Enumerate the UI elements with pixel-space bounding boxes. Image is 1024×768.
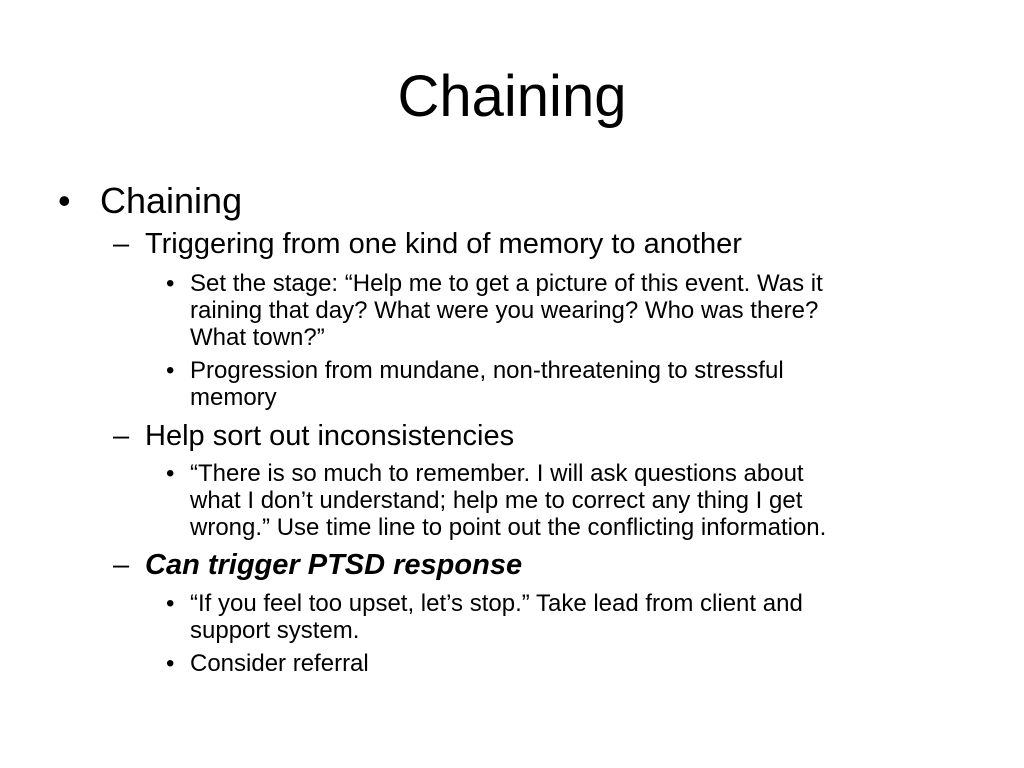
- bullet-mark: •: [166, 650, 175, 677]
- detail-text-line-1: Progression from mundane, non-threatenin…: [190, 357, 784, 384]
- bullet-text: Chaining: [100, 180, 243, 221]
- bullet-mark: •: [166, 590, 175, 617]
- bullet-mark: •: [166, 270, 175, 297]
- detail-text-line-2: raining that day? What were you wearing?…: [190, 297, 819, 324]
- detail-text-line-2: memory: [190, 384, 277, 411]
- dash-mark: –: [113, 228, 130, 260]
- slide-title: Chaining: [397, 64, 627, 129]
- detail-text-line-3: wrong.” Use time line to point out the c…: [190, 514, 827, 541]
- bullet-mark: •: [166, 357, 175, 384]
- detail-text-line-1: “There is so much to remember. I will as…: [190, 460, 804, 487]
- bullet-mark: •: [58, 180, 71, 221]
- subitem-text: Can trigger PTSD response: [145, 549, 523, 581]
- detail-text-line-2: what I don’t understand; help me to corr…: [190, 487, 803, 514]
- dash-mark: –: [113, 420, 130, 452]
- dash-mark: –: [113, 549, 130, 581]
- subitem-text: Help sort out inconsistencies: [145, 420, 515, 452]
- detail-text-line-1: “If you feel too upset, let’s stop.” Tak…: [190, 590, 803, 617]
- detail-text-line-3: What town?”: [190, 324, 325, 351]
- detail-text: Consider referral: [190, 650, 369, 677]
- subitem-text: Triggering from one kind of memory to an…: [145, 228, 742, 260]
- detail-text-line-2: support system.: [190, 617, 360, 644]
- bullet-mark: •: [166, 460, 175, 487]
- detail-text-line-1: Set the stage: “Help me to get a picture…: [190, 270, 823, 297]
